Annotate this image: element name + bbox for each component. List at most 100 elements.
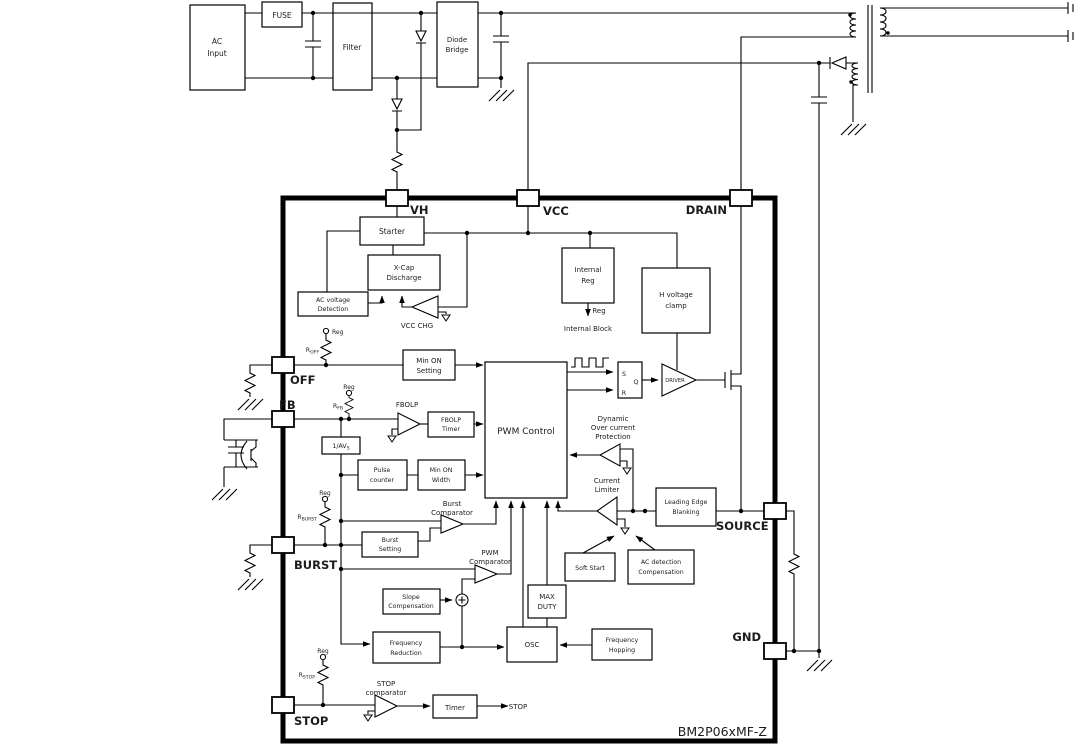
- off-row: Reg ROFF Min ON Setting: [294, 327, 484, 381]
- diode-bridge-box: [436, 1, 479, 88]
- aux-diode-icon: [830, 56, 847, 70]
- fhop-label-1: Frequency: [606, 637, 639, 644]
- fb-pin-external: [211, 418, 272, 501]
- ac-front-end: AC Input FUSE Filter Diode Bridge: [189, 1, 856, 190]
- acdet-label-1: AC voltage: [316, 297, 350, 304]
- filter-label: Filter: [343, 43, 362, 52]
- ac-voltage-detection-box: [297, 291, 369, 317]
- startup-diode1-icon: [415, 30, 427, 43]
- pulse-counter-row: Pulse counter Min ON Width: [341, 459, 483, 491]
- pulse-waveform-icon: [571, 357, 609, 368]
- fhop-label-2: Hopping: [609, 647, 635, 654]
- ocp-label-3: Protection: [595, 433, 630, 441]
- rburst-label: RBURST: [297, 514, 317, 523]
- driver-label: DRIVER: [665, 378, 685, 384]
- min-on-setting-box: [402, 349, 456, 381]
- leb-label-2: Blanking: [672, 509, 699, 516]
- source-gnd-external: [786, 510, 833, 672]
- startup-diode2-icon: [391, 98, 403, 111]
- current-protection-section: Dynamic Over current Protection Current …: [555, 415, 764, 585]
- main-ground-icon: [806, 659, 833, 672]
- pin-drain: [729, 189, 753, 207]
- burstset-out-wire: [418, 527, 441, 542]
- hclamp-label-1: H voltage: [659, 291, 693, 299]
- stopcmp-ref-wire: [367, 710, 375, 714]
- startup-section: Starter X-Cap Discharge AC voltage Detec…: [297, 206, 711, 370]
- pin-label-vcc: VCC: [543, 204, 569, 218]
- ac-input-label-1: AC: [212, 37, 222, 46]
- osc-label: OSC: [525, 641, 540, 649]
- roff-resistor-icon: [320, 337, 332, 363]
- driver-icon: [661, 363, 698, 397]
- sense-resistor-wire: [786, 510, 820, 658]
- cl-ref-icon: [620, 527, 630, 535]
- pin-stop: [271, 696, 295, 714]
- acdc-label-2: Compensation: [638, 569, 683, 576]
- softstart-label: Soft Start: [575, 565, 605, 572]
- latch-s-label: S: [622, 371, 626, 378]
- cl-label-1: Current: [594, 477, 621, 485]
- rburst-resistor-icon: [319, 504, 331, 530]
- stop-section: Reg RSTOP STOP comparator Timer STOP: [294, 648, 527, 722]
- burst-pin-external: [237, 544, 272, 591]
- off-ext-resistor-icon: [244, 370, 256, 396]
- vcc-chg-comparator-icon: [410, 295, 439, 319]
- timer-label: Timer: [444, 704, 465, 712]
- off-pin-external: [237, 364, 272, 411]
- ac-rails: [245, 12, 856, 79]
- pin-vh: [385, 189, 409, 207]
- pin-label-stop: STOP: [294, 714, 328, 728]
- xcap-label-2: Discharge: [386, 274, 421, 282]
- pin-label-vh: VH: [410, 203, 429, 217]
- fbolp-timer-box: [427, 411, 475, 438]
- roff-label: ROFF: [306, 347, 319, 356]
- vh-series-resistor-icon: [391, 149, 403, 175]
- leading-edge-blanking-box: [655, 487, 717, 527]
- stopcmp-label-2: comparator: [366, 689, 407, 697]
- current-limiter-icon: [596, 495, 618, 527]
- h-voltage-clamp-box: [641, 267, 711, 334]
- pulse-label-1: Pulse: [374, 467, 391, 474]
- acdet-label-2: Detection: [318, 306, 349, 313]
- ocp-input-wires: [620, 448, 634, 511]
- leb-label-1: Leading Edge: [665, 499, 708, 506]
- pwmcmp-minus-wire: [461, 578, 475, 594]
- reg-label-stop: Reg: [317, 648, 329, 655]
- osc-box: [506, 626, 558, 663]
- minonset-label-1: Min ON: [416, 357, 441, 365]
- xcap-label-1: X-Cap: [394, 264, 415, 272]
- pin-gnd: [763, 642, 787, 660]
- starter-box: [359, 216, 425, 246]
- latch-r-label: R: [622, 390, 627, 397]
- starter-label: Starter: [379, 227, 406, 236]
- transformer: [527, 2, 1074, 651]
- fred-label-2: Reduction: [390, 650, 421, 657]
- primary-winding: [849, 12, 857, 38]
- burstset-label-2: Setting: [379, 546, 402, 553]
- pin-burst: [271, 536, 295, 554]
- maxduty-label-2: DUTY: [537, 603, 557, 611]
- startup-diode1-wire: [397, 13, 426, 131]
- sr-latch-box: [617, 361, 643, 399]
- sense-resistor-icon: [788, 551, 800, 577]
- ocp-label-1: Dynamic: [598, 415, 629, 423]
- frequency-reduction-box: [372, 631, 441, 664]
- pin-label-fb: FB: [279, 398, 296, 412]
- acdet-to-xcap-wire: [368, 295, 385, 304]
- burstcmp-label-2: Comparator: [431, 509, 473, 517]
- vcc-capacitor-icon: [810, 96, 828, 104]
- fb-ext-wire: [223, 418, 272, 487]
- burstcmp-label-1: Burst: [443, 500, 462, 508]
- pin-source: [763, 502, 787, 520]
- pulse-label-2: counter: [370, 477, 395, 484]
- rfb-resistor-icon: [344, 395, 354, 416]
- burst-setting-box: [361, 531, 419, 558]
- stop-output-label: STOP: [509, 703, 527, 711]
- minonw-label-2: Width: [432, 477, 450, 484]
- diode-bridge-label-1: Diode: [447, 36, 467, 44]
- pin-vcc: [516, 189, 540, 207]
- pin-fb: [271, 410, 295, 428]
- vccchg-out-wire: [399, 295, 412, 308]
- pwmcmp-label-1: PWM: [481, 549, 498, 557]
